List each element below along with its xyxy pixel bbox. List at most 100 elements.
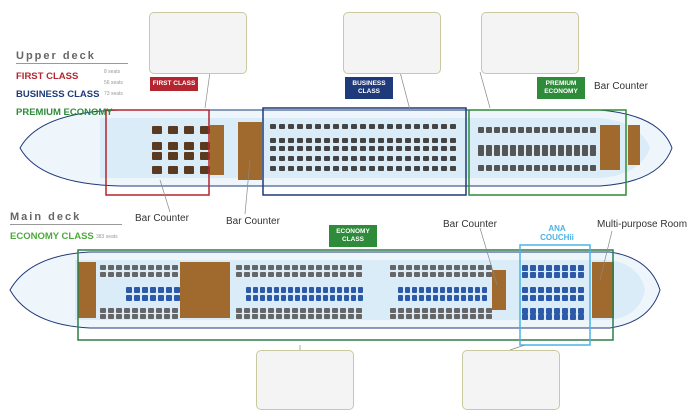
business-class-seat bbox=[333, 138, 339, 143]
economy-seat bbox=[134, 295, 140, 301]
couchii-seat bbox=[562, 308, 568, 314]
couchii-seat bbox=[578, 314, 584, 320]
first-class-seat bbox=[184, 166, 194, 174]
economy-seat bbox=[475, 287, 480, 293]
business-class-seat bbox=[351, 124, 357, 129]
economy-seat bbox=[295, 287, 300, 293]
first-class-outline bbox=[105, 109, 210, 196]
business-class-seat bbox=[351, 146, 357, 151]
economy-seat bbox=[244, 314, 250, 319]
business-class-seat bbox=[342, 124, 348, 129]
business-class-seat bbox=[306, 156, 312, 161]
economy-seat bbox=[447, 295, 452, 301]
economy-seat bbox=[164, 314, 170, 319]
economy-seat bbox=[316, 272, 322, 277]
economy-seat bbox=[482, 295, 487, 301]
economy-seat bbox=[142, 295, 148, 301]
economy-seat bbox=[323, 295, 328, 301]
premium-economy-seat bbox=[590, 145, 596, 151]
premium-economy-seat bbox=[550, 127, 556, 133]
economy-seat bbox=[422, 308, 428, 313]
economy-seat bbox=[412, 287, 417, 293]
economy-class-outline bbox=[77, 249, 614, 341]
economy-seat bbox=[486, 314, 492, 319]
economy-seat bbox=[340, 314, 346, 319]
premium-economy-seat bbox=[478, 145, 484, 151]
business-class-seat bbox=[432, 146, 438, 151]
premium-economy-seat bbox=[478, 150, 484, 156]
economy-seat bbox=[124, 265, 130, 270]
couchii-seat bbox=[578, 265, 584, 271]
economy-seat bbox=[156, 272, 162, 277]
economy-seat bbox=[172, 272, 178, 277]
first-class-seats: 8 seats bbox=[104, 69, 121, 75]
couchii-seat bbox=[546, 287, 552, 293]
business-class-seat bbox=[360, 146, 366, 151]
business-class-seat bbox=[414, 166, 420, 171]
premium-economy-seat bbox=[566, 145, 572, 151]
galley bbox=[210, 125, 224, 175]
economy-seat bbox=[405, 295, 410, 301]
economy-seat bbox=[332, 314, 338, 319]
first-class-seat bbox=[168, 166, 178, 174]
economy-seat bbox=[166, 287, 172, 293]
premium-economy-seat bbox=[582, 145, 588, 151]
economy-seat bbox=[412, 295, 417, 301]
economy-seat bbox=[308, 308, 314, 313]
economy-seat bbox=[462, 272, 468, 277]
economy-seat bbox=[422, 272, 428, 277]
economy-seat bbox=[390, 265, 396, 270]
economy-seat bbox=[284, 314, 290, 319]
economy-seat bbox=[414, 272, 420, 277]
business-class-seat bbox=[324, 138, 330, 143]
economy-seat bbox=[174, 287, 180, 293]
economy-seat bbox=[292, 308, 298, 313]
couchii-seat bbox=[530, 265, 536, 271]
business-class-seat bbox=[387, 124, 393, 129]
bar-counter-label-1: Bar Counter bbox=[135, 213, 189, 224]
business-class-seat bbox=[297, 166, 303, 171]
economy-seat bbox=[132, 265, 138, 270]
business-class-seat bbox=[297, 156, 303, 161]
business-class-seat bbox=[270, 146, 276, 151]
economy-seat bbox=[284, 272, 290, 277]
economy-seat bbox=[398, 265, 404, 270]
economy-seat bbox=[267, 287, 272, 293]
business-class-seat bbox=[441, 166, 447, 171]
business-class-seat bbox=[396, 156, 402, 161]
economy-seat bbox=[348, 272, 354, 277]
economy-seat bbox=[462, 265, 468, 270]
economy-seat bbox=[348, 308, 354, 313]
couchii-seat bbox=[538, 295, 544, 301]
business-class-seat bbox=[423, 166, 429, 171]
leader-line bbox=[244, 159, 251, 215]
business-class-seat bbox=[423, 146, 429, 151]
premium-economy-seat bbox=[542, 165, 548, 171]
economy-seat bbox=[166, 295, 172, 301]
business-class-seat bbox=[369, 124, 375, 129]
economy-seat bbox=[148, 265, 154, 270]
business-class-seat bbox=[450, 138, 456, 143]
economy-seat bbox=[430, 308, 436, 313]
business-class-seat bbox=[405, 124, 411, 129]
premium-economy-seat bbox=[534, 127, 540, 133]
economy-seat bbox=[300, 272, 306, 277]
premium-economy-seat bbox=[558, 150, 564, 156]
premium-economy-label: PREMIUM ECONOMY bbox=[16, 107, 113, 118]
economy-seat bbox=[337, 295, 342, 301]
premium-economy-seat bbox=[494, 150, 500, 156]
economy-seat bbox=[292, 314, 298, 319]
business-class-seat bbox=[432, 124, 438, 129]
business-class-seat bbox=[333, 166, 339, 171]
business-class-seat bbox=[396, 146, 402, 151]
economy-seat bbox=[422, 314, 428, 319]
business-class-seat bbox=[369, 166, 375, 171]
business-class-seat bbox=[369, 146, 375, 151]
business-class-seat bbox=[270, 166, 276, 171]
economy-seat bbox=[344, 287, 349, 293]
business-class-seat bbox=[279, 138, 285, 143]
premium-economy-seat bbox=[486, 150, 492, 156]
economy-seat bbox=[414, 314, 420, 319]
couchii-seat bbox=[554, 295, 560, 301]
